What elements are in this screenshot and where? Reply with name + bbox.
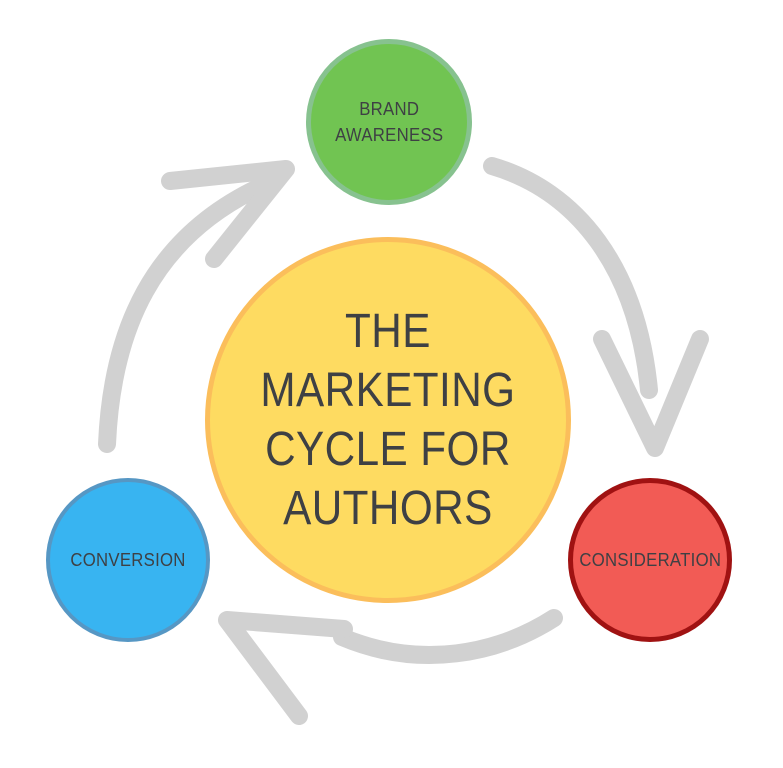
arrow-conversion-to-awareness (98, 160, 295, 453)
arrow-head-icon (593, 330, 709, 457)
diagram-title: THE MARKETING CYCLE FOR AUTHORS (260, 305, 516, 535)
arrow-shaft (483, 157, 658, 399)
arrow-shaft (333, 609, 563, 664)
arrow-awareness-to-consideration (483, 157, 709, 457)
node-label-brand-awareness: BRAND AWARENESS (334, 99, 444, 145)
node-consideration: CONSIDERATION (568, 478, 732, 642)
arrow-consideration-to-conversion (218, 609, 563, 725)
arrow-head-icon (218, 611, 353, 725)
arrow-shaft (98, 177, 271, 453)
center-node-marketing-cycle: THE MARKETING CYCLE FOR AUTHORS (205, 237, 571, 603)
node-brand-awareness: BRAND AWARENESS (306, 39, 472, 205)
node-label-consideration: CONSIDERATION (579, 550, 721, 570)
node-label-conversion: CONVERSION (70, 550, 186, 570)
arrow-head-icon (161, 160, 295, 268)
node-conversion: CONVERSION (46, 478, 210, 642)
